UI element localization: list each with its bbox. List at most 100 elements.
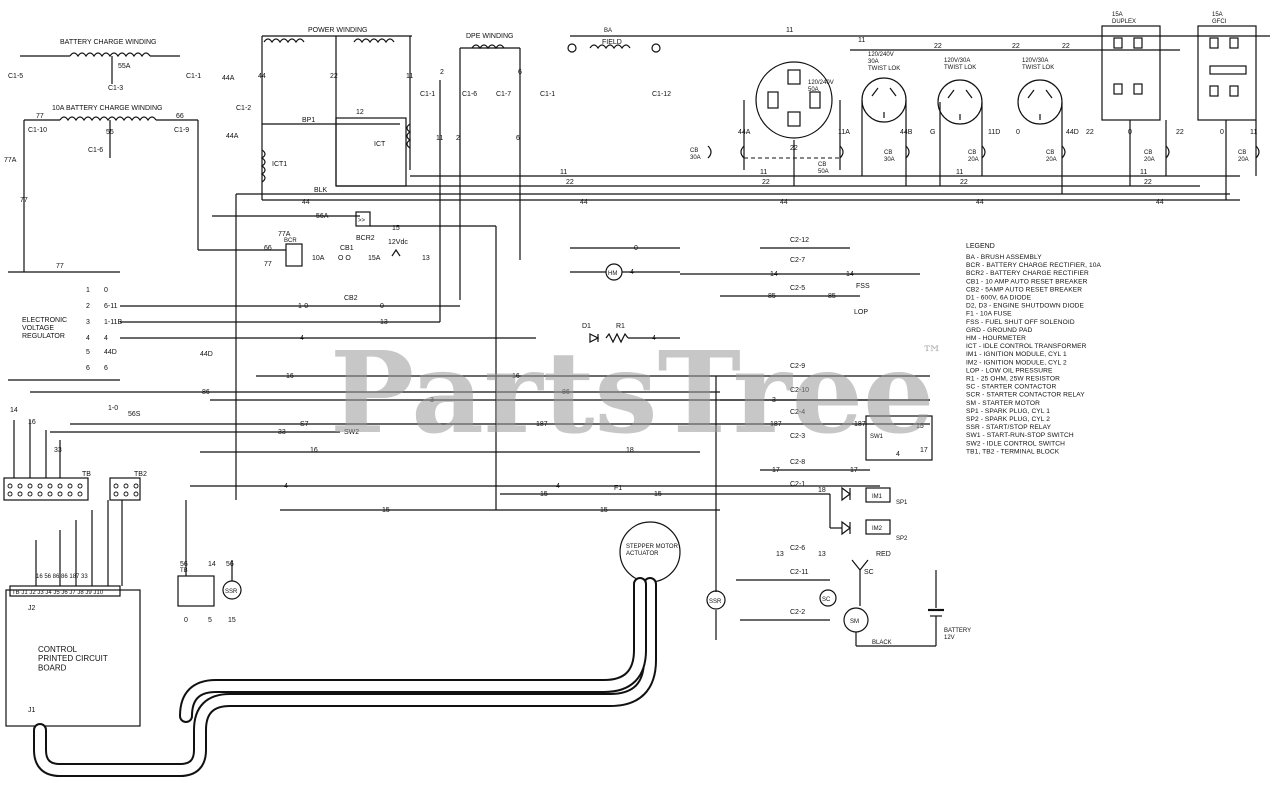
legend-item: SP2 - SPARK PLUG, CYL 2 <box>966 416 1050 423</box>
tb2-label: TB2 <box>134 471 147 478</box>
legend-item: SW2 - IDLE CONTROL SWITCH <box>966 440 1065 447</box>
svg-text:77: 77 <box>36 113 44 120</box>
fss-label: FSS <box>856 283 870 290</box>
legend-item: D1 - 600V, 6A DIODE <box>966 295 1032 302</box>
svg-text:4: 4 <box>86 335 90 342</box>
legend-item: BCR2 - BATTERY CHARGE RECTIFIER <box>966 270 1089 277</box>
svg-text:13: 13 <box>776 551 784 558</box>
svg-text:C1-6: C1-6 <box>462 91 477 98</box>
svg-text:0: 0 <box>184 617 188 624</box>
svg-text:11: 11 <box>1250 129 1257 136</box>
legend-item: R1 - 25 OHM, 25W RESISTOR <box>966 376 1060 383</box>
svg-text:15: 15 <box>228 617 236 624</box>
svg-text:0: 0 <box>634 245 638 252</box>
svg-text:16: 16 <box>310 447 318 454</box>
sp2-label: SP2 <box>896 536 908 542</box>
svg-text:1: 1 <box>86 287 90 294</box>
power-winding-label: POWER WINDING <box>308 27 368 34</box>
svg-text:10A: 10A <box>312 255 325 262</box>
svg-text:C2-7: C2-7 <box>790 257 805 264</box>
legend-item: LOP - LOW OIL PRESSURE <box>966 367 1053 374</box>
svg-text:44: 44 <box>302 199 310 206</box>
legend-item: HM - HOURMETER <box>966 335 1026 342</box>
svg-text:G: G <box>930 129 935 136</box>
legend-item: IM2 - IGNITION MODULE, CYL 2 <box>966 359 1067 366</box>
svg-text:C1-6: C1-6 <box>88 147 103 154</box>
j1-label: J1 <box>28 707 36 714</box>
svg-text:22: 22 <box>1012 43 1020 50</box>
svg-text:77: 77 <box>20 197 28 204</box>
svg-text:6: 6 <box>516 135 520 142</box>
black-label: BLACK <box>872 640 892 646</box>
svg-text:15: 15 <box>654 491 662 498</box>
watermark: PartsTree ™ <box>330 328 942 459</box>
svg-text:11D: 11D <box>988 129 1000 136</box>
tb-label: TB <box>82 471 91 478</box>
svg-text:56A: 56A <box>316 213 329 220</box>
svg-text:22: 22 <box>934 43 942 50</box>
svg-text:56: 56 <box>226 561 234 568</box>
svg-text:C1-9: C1-9 <box>174 127 189 134</box>
svg-text:3: 3 <box>430 397 434 404</box>
svg-text:18: 18 <box>626 447 634 454</box>
svg-text:17: 17 <box>772 467 780 474</box>
ssr-label: SSR <box>709 599 722 605</box>
svg-text:0: 0 <box>1220 129 1224 136</box>
dpe-winding: DPE WINDING 2 6 C1-1 C1-6 C1-7 C1-1 11 2… <box>420 33 555 300</box>
svg-text:22: 22 <box>960 179 968 186</box>
svg-text:44A: 44A <box>222 75 235 82</box>
svg-text:C2-9: C2-9 <box>790 363 805 370</box>
svg-text:85: 85 <box>828 293 836 300</box>
ignition-modules: 18 IM1 SP1 IM2 SP2 <box>760 486 908 542</box>
svg-text:TB J1 J2 J3 J4 J5 J6 J7 J8 J9: TB J1 J2 J3 J4 J5 J6 J7 J8 J9 J10 <box>12 590 104 596</box>
svg-text:C1-3: C1-3 <box>108 85 123 92</box>
svg-text:C1-10: C1-10 <box>28 127 47 134</box>
ict-transformer: ICT BP1 12 ICT1 <box>260 109 412 187</box>
terminal-block-tb: TB TB2 14 16 33 1-0 56S <box>3 405 147 501</box>
connector-rows: C2-12 C2-7 14 14 C2-5 85 85 FSS LOP C2-9… <box>680 237 930 621</box>
red-label: RED <box>876 551 891 558</box>
svg-text:44: 44 <box>780 199 788 206</box>
svg-text:22: 22 <box>1086 129 1094 136</box>
svg-text:77A: 77A <box>278 231 291 238</box>
svg-text:1-0: 1-0 <box>298 303 308 310</box>
svg-text:44A: 44A <box>738 129 751 136</box>
svg-text:BCR2: BCR2 <box>356 235 375 242</box>
svg-text:187: 187 <box>770 421 782 428</box>
legend-item: SM - STARTER MOTOR <box>966 400 1040 407</box>
hm-label: HM <box>608 271 617 277</box>
svg-text:86: 86 <box>562 389 570 396</box>
battery-charge-winding-10a: 10A BATTERY CHARGE WINDING 77 66 55 C1-1… <box>4 105 199 272</box>
svg-text:CB2: CB2 <box>344 295 358 302</box>
svg-text:15: 15 <box>392 225 400 232</box>
svg-text:22: 22 <box>330 73 338 80</box>
legend-item: CB1 - 10 AMP AUTO RESET BREAKER <box>966 278 1088 285</box>
svg-text:11A: 11A <box>838 129 850 136</box>
svg-text:22: 22 <box>1062 43 1070 50</box>
svg-text:77: 77 <box>56 263 64 270</box>
svg-text:15: 15 <box>600 507 608 514</box>
svg-text:14: 14 <box>846 271 854 278</box>
svg-text:11: 11 <box>1140 169 1147 176</box>
svg-text:22: 22 <box>566 179 574 186</box>
svg-text:2: 2 <box>456 135 460 142</box>
svg-text:SC: SC <box>864 569 874 576</box>
svg-text:16: 16 <box>512 373 520 380</box>
svg-text:1-0: 1-0 <box>108 405 118 412</box>
watermark-brand: PartsTree <box>330 328 934 459</box>
svg-text:4: 4 <box>556 483 560 490</box>
svg-text:11: 11 <box>786 27 793 34</box>
legend-item: FSS - FUEL SHUT OFF SOLENOID <box>966 319 1075 326</box>
